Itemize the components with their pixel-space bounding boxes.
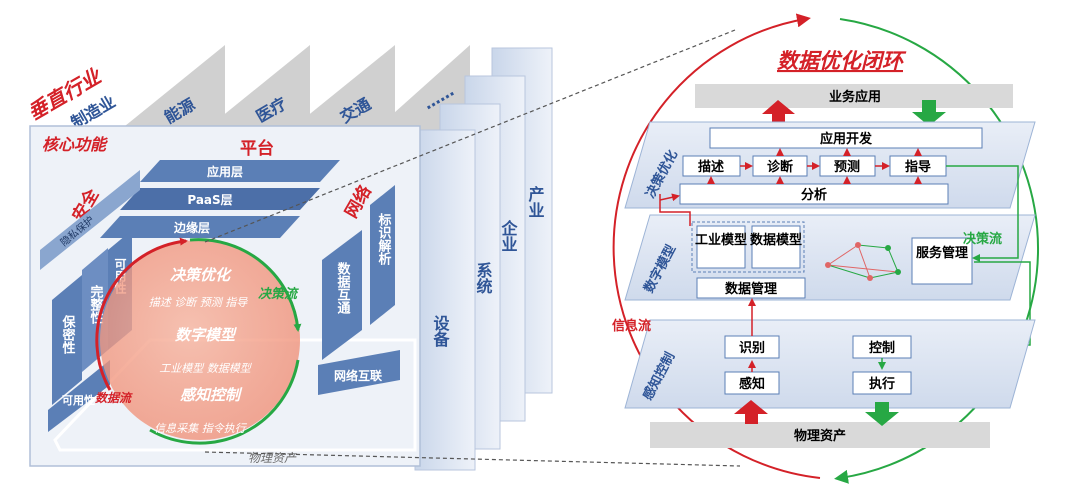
layer-edge-label: 边缘层: [173, 220, 210, 235]
data-loop-circle: [100, 240, 300, 440]
data-model-box: [751, 225, 801, 269]
model-to-analysis-link: [659, 194, 691, 226]
sheet-system-label: 系统: [474, 262, 493, 294]
layer-paas-label: PaaS层: [187, 193, 232, 207]
safety-item-availability-2: 可用性: [62, 393, 95, 407]
scope-sheets: 设备 系统 企业 产业: [414, 47, 553, 471]
left-data-flow-label: 数据流: [95, 391, 133, 405]
network-item-interconnect: 网络互联: [334, 368, 382, 383]
business-app-bar: [695, 84, 1013, 108]
app-dev-label: 应用开发: [820, 131, 873, 147]
industry-header: 垂直行业 制造业 能源 医疗 交通 ……: [24, 45, 470, 132]
analysis-label: 分析: [801, 187, 827, 203]
sense-label: 感知: [739, 376, 765, 392]
decision-flow-arc: [189, 238, 302, 332]
safety-column: [52, 275, 82, 405]
safety-item-integrity: 完整性: [88, 284, 105, 324]
platform-label: 平台: [240, 138, 274, 159]
industry-tab-shape: [120, 45, 225, 130]
sense-layer-plane: [624, 319, 1036, 409]
loop-title: 数据优化闭环: [777, 49, 907, 73]
circle-decision-title: 决策优化: [170, 266, 232, 284]
industry-tab-shape: [290, 45, 395, 130]
physical-asset-label: 物理资产: [794, 428, 846, 444]
circle-sense-sub: 信息采集 指令执行: [154, 422, 247, 435]
industrial-model-box: [696, 225, 746, 269]
network-item-data-exchange: 数据互通: [335, 261, 351, 315]
step-guide-label: 指导: [905, 159, 931, 175]
safety-bottom-bar: [48, 360, 110, 432]
business-app-label: 业务应用: [829, 89, 881, 105]
data-model-label: 数据模型: [750, 232, 802, 248]
layer-app-label: 应用层: [207, 164, 243, 179]
up-arrow-icon: [734, 400, 768, 424]
right-decision-flow-label: 决策流: [963, 231, 1002, 247]
circle-model-sub: 工业模型 数据模型: [159, 362, 252, 375]
sheet-device: [414, 129, 476, 471]
down-arrow-icon: [912, 100, 946, 126]
network-column: [370, 185, 395, 325]
network-graph-icon: [825, 242, 901, 281]
control-label: 控制: [869, 340, 895, 356]
step-predict-label: 预测: [834, 159, 860, 175]
step-diagnose-label: 诊断: [767, 159, 793, 175]
sheet-device-label: 设备: [431, 315, 451, 348]
info-flow-label: 信息流: [612, 318, 651, 334]
core-function-label: 核心功能: [42, 135, 108, 154]
data-optimization-loop: 数据优化闭环 业务应用 决策优化 应用开发 描述 诊断 预测 指导 分析 数字模…: [612, 13, 1039, 484]
model-layer-plane: [624, 214, 1036, 301]
layer-paas: [120, 188, 320, 210]
zoom-connector-bottom: [204, 451, 741, 467]
circle-model-title: 数字模型: [175, 326, 237, 344]
network-bar: [318, 350, 400, 395]
layer-app: [140, 160, 340, 182]
left-decision-flow-label: 决策流: [258, 286, 299, 302]
step-describe-label: 描述: [698, 159, 724, 175]
guide-to-service-link: [946, 165, 1019, 262]
execute-box: [852, 371, 912, 395]
layer-edge: [100, 216, 300, 238]
model-group-box: [691, 221, 805, 273]
service-mgmt-box: [911, 237, 973, 285]
network-column: [322, 230, 362, 360]
data-flow-arc: [95, 237, 188, 391]
sheet-enterprise-label: 企业: [499, 219, 519, 252]
analysis-box: [679, 183, 949, 205]
circle-sense-title: 感知控制: [180, 386, 243, 404]
data-mgmt-label: 数据管理: [725, 281, 777, 297]
privacy-bar: [40, 170, 140, 270]
network-item-identifier: 标识解析: [376, 212, 393, 266]
industry-tab-shape: [205, 45, 310, 130]
decision-flow-arc-lower: [149, 359, 300, 445]
safety-item-confidentiality: 保密性: [60, 314, 77, 354]
sheet-industry-label: 产业: [526, 185, 545, 218]
up-arrow-icon: [762, 100, 795, 126]
service-mgmt-label: 服务管理: [916, 245, 968, 261]
model-to-analysis-arrow: [659, 193, 680, 202]
identify-label: 识别: [739, 341, 765, 356]
industrial-model-label: 工业模型: [695, 232, 747, 248]
execute-label: 执行: [869, 376, 895, 392]
physical-asset-bar: [650, 422, 990, 448]
down-arrow-icon: [865, 402, 899, 426]
core-function-cube: 核心功能 平台 应用层 PaaS层 边缘层 安全 隐私保护 保密性 完整性 可用…: [29, 125, 421, 467]
circle-decision-sub: 描述 诊断 预测 指导: [149, 296, 248, 309]
